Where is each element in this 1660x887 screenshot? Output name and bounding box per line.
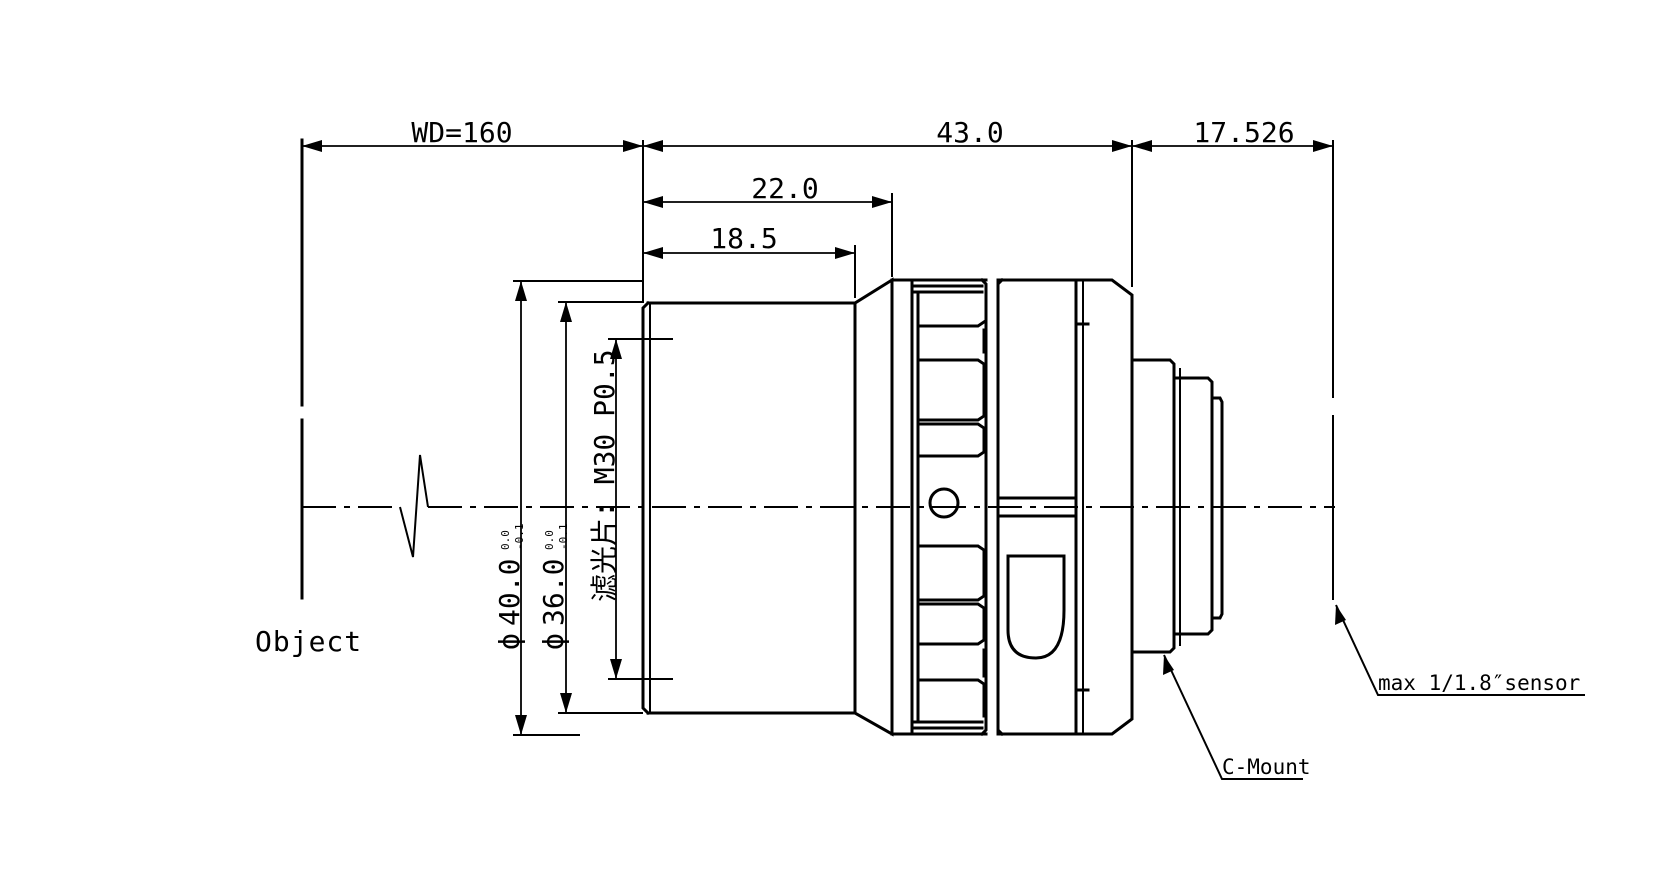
c-mount-thread [1130, 358, 1224, 654]
rear-housing [996, 277, 1134, 737]
length-43-label: 43.0 [936, 116, 1003, 149]
lens-body [641, 277, 1224, 737]
wd-label: WD=160 [411, 116, 512, 149]
sensor-leader [1335, 604, 1585, 696]
dimension-lines [302, 140, 1333, 735]
axis-break-symbol [399, 454, 429, 558]
outer-diameter-label: ϕ 40.0 0.0 -0.1 [493, 524, 526, 651]
optical-axis [302, 454, 1335, 558]
diameter-symbol-2: ϕ [537, 633, 570, 650]
length-22-label: 22.0 [751, 172, 818, 205]
label-slot [1006, 554, 1066, 660]
filter-thread-label: 滤光片: M30 P0.5 [588, 349, 621, 602]
mount-label: C-Mount [1222, 755, 1311, 779]
extension-lines [513, 140, 1133, 736]
barrel-diameter-label: ϕ 36.0 0.0 -0.1 [537, 524, 570, 651]
barrel-tolerance-upper: 0.0 [543, 530, 556, 550]
object-label: Object [255, 625, 362, 658]
focus-ring [890, 277, 988, 737]
leader-lines [1163, 604, 1585, 780]
outer-tolerance-upper: 0.0 [499, 530, 512, 550]
barrel-tolerance-lower: -0.1 [557, 524, 570, 551]
filter-thread-text: 滤光片: M30 P0.5 [588, 349, 621, 602]
sensor-label: max 1/1.8″sensor [1378, 671, 1580, 695]
mount-leader [1163, 654, 1303, 780]
length-18-5-label: 18.5 [710, 222, 777, 255]
lock-screw [928, 487, 960, 519]
outer-tolerance-lower: -0.1 [513, 524, 526, 551]
outer-diameter-value: 40.0 [493, 559, 526, 626]
barrel-diameter-value: 36.0 [537, 559, 570, 626]
diameter-symbol-1: ϕ [493, 633, 526, 650]
flange-back-label: 17.526 [1193, 116, 1294, 149]
